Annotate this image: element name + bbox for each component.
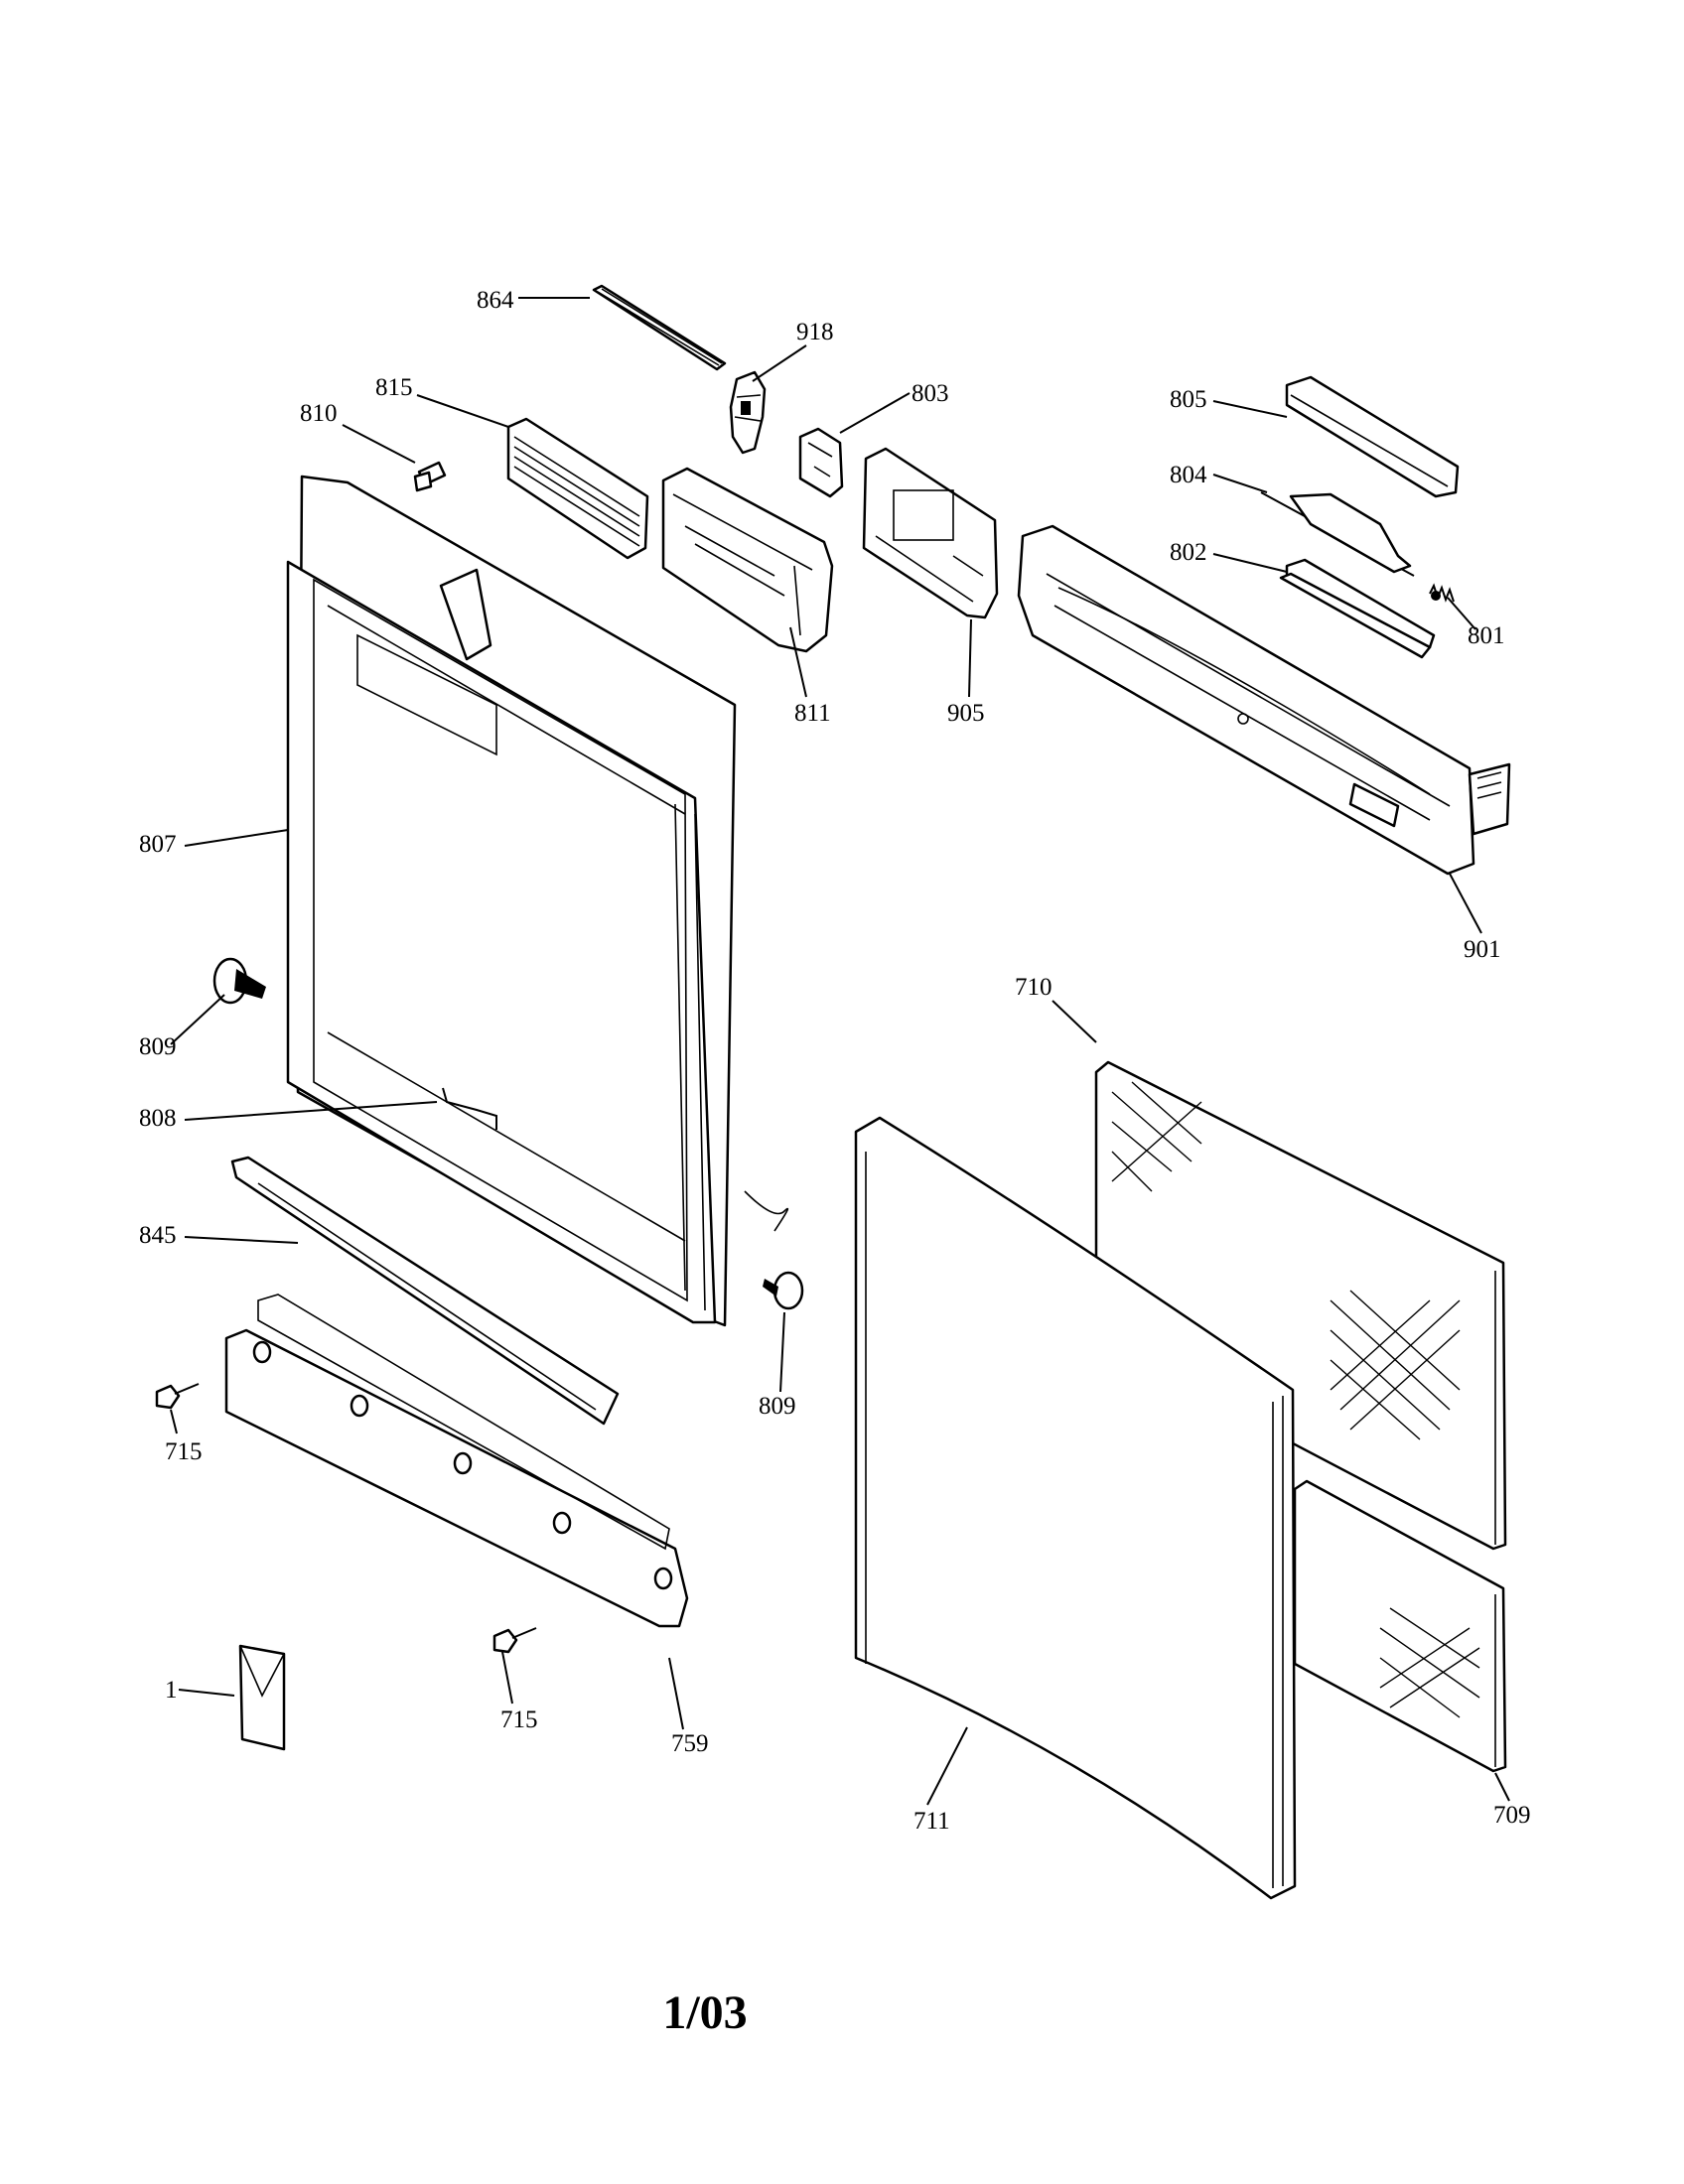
- part-759-trim: [224, 1294, 689, 1628]
- label-809-left: 809: [139, 1033, 177, 1060]
- part-901-console: [1017, 524, 1511, 876]
- part-802-channel: [1279, 558, 1436, 659]
- part-811-housing: [661, 467, 834, 653]
- label-905: 905: [947, 700, 985, 727]
- part-801-spring: [1429, 583, 1455, 603]
- label-759: 759: [671, 1730, 709, 1757]
- label-801: 801: [1468, 622, 1505, 649]
- label-918: 918: [796, 319, 834, 345]
- part-804-rod: [1260, 491, 1415, 577]
- label-811: 811: [794, 700, 831, 727]
- label-803: 803: [912, 380, 949, 407]
- label-805: 805: [1170, 386, 1207, 413]
- label-715-right: 715: [500, 1706, 538, 1733]
- part-815-vent: [506, 417, 649, 560]
- label-804: 804: [1170, 462, 1207, 488]
- label-807: 807: [139, 831, 177, 858]
- label-810: 810: [300, 400, 338, 427]
- part-711-outer-door: [854, 1116, 1297, 1900]
- leader-lines: [170, 297, 1510, 1806]
- label-711: 711: [913, 1808, 950, 1835]
- part-864-strip: [592, 284, 727, 371]
- part-809-bumper-left: [212, 957, 266, 1005]
- part-803-bracket: [798, 427, 844, 498]
- part-809-bumper-right: [763, 1271, 804, 1310]
- label-808: 808: [139, 1105, 177, 1132]
- part-1-envelope: [238, 1644, 286, 1751]
- part-715-screw-right: [492, 1627, 537, 1654]
- label-710: 710: [1015, 974, 1052, 1001]
- label-1: 1: [165, 1677, 178, 1704]
- part-808-clip: [442, 1087, 497, 1130]
- part-918-switch: [729, 370, 767, 455]
- label-802: 802: [1170, 539, 1207, 566]
- label-901: 901: [1464, 936, 1501, 963]
- part-labels: 864 918 815 810 803 805 804 802 801 811 …: [139, 287, 1531, 1835]
- date-code: 1/03: [662, 1986, 748, 2039]
- part-845-seal: [230, 1156, 620, 1426]
- part-715-screw-left: [155, 1383, 200, 1410]
- label-864: 864: [477, 287, 514, 314]
- part-905-control-board: [862, 447, 999, 619]
- label-809-right: 809: [759, 1393, 796, 1420]
- part-810-screw: [413, 461, 447, 492]
- label-715-left: 715: [165, 1438, 203, 1465]
- part-805-bracket: [1285, 375, 1460, 498]
- label-815: 815: [375, 374, 413, 401]
- part-807-inner-door: [286, 475, 789, 1327]
- label-845: 845: [139, 1222, 177, 1249]
- label-709: 709: [1493, 1802, 1531, 1829]
